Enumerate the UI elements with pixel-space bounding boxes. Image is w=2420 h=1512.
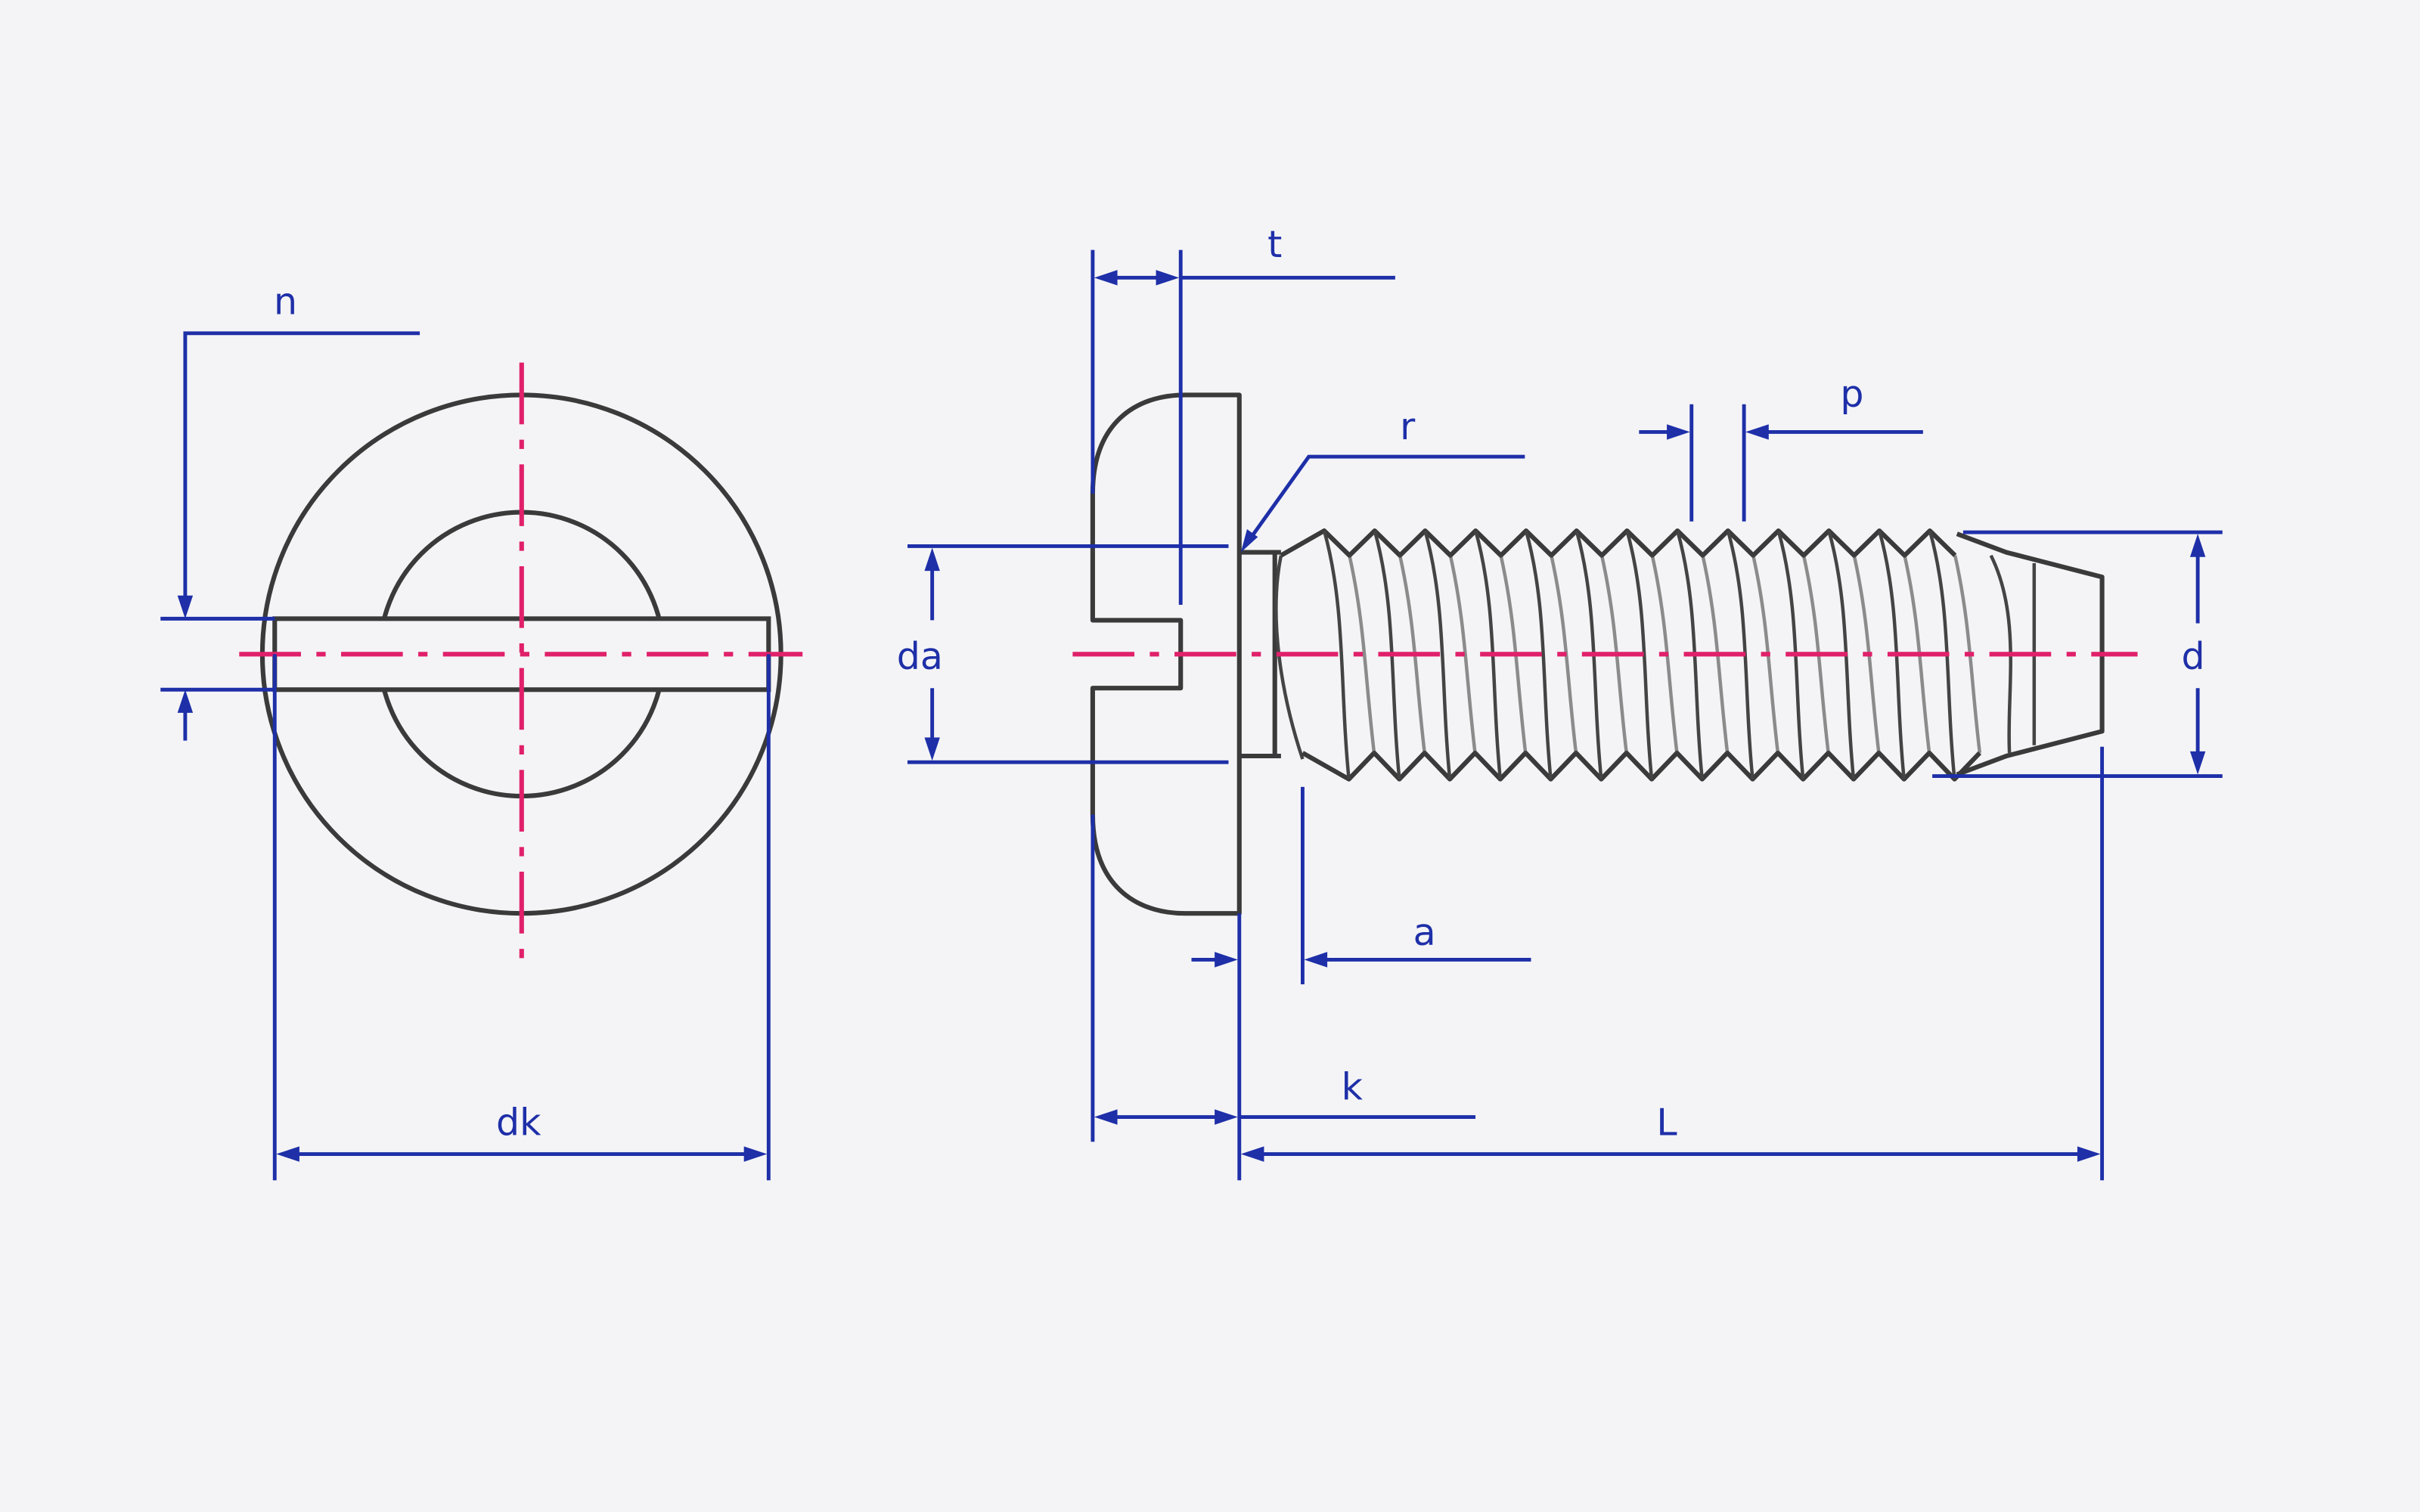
thread-root-line [1751, 555, 1780, 754]
thread-root-line [1650, 555, 1679, 754]
side-view [908, 249, 2223, 1181]
label-dk: dk [496, 1101, 541, 1144]
thread [1280, 528, 1982, 782]
thread-crest-line [1928, 530, 1956, 779]
label-a: a [1413, 911, 1436, 954]
k-dimension [1091, 814, 1476, 1142]
thread-root-line [1448, 555, 1477, 754]
thread-crest-line [1625, 530, 1654, 779]
a-dimension [1191, 786, 1531, 1181]
L-dimension [1240, 746, 2105, 1181]
n-dimension [160, 331, 420, 741]
thread-crest-line [1423, 530, 1452, 779]
label-d: d [2181, 635, 2204, 678]
thread-bottom-profile [1301, 750, 1982, 782]
thread-root-line [1599, 555, 1628, 754]
thread-root-line [1852, 555, 1881, 754]
p-dimension [1639, 404, 1923, 522]
thread-crest-line [1575, 530, 1603, 779]
thread-root-line [1903, 555, 1931, 754]
dk-dimension [272, 654, 771, 1181]
r-dimension [1240, 454, 1525, 553]
thread-crest-line [1524, 530, 1553, 779]
thread-crest-line [1776, 530, 1805, 779]
dimension-labels: n dk t r p da d a k L [274, 223, 2205, 1144]
thread-crest-line [1676, 530, 1705, 779]
thread-root-line [1701, 555, 1730, 754]
thread-root-line [1550, 555, 1578, 754]
thread-root-line [1398, 555, 1427, 754]
label-n: n [274, 280, 297, 324]
top-view [160, 331, 803, 1181]
label-da: da [897, 635, 943, 678]
d-dimension [1932, 530, 2223, 778]
thread-root-line [1953, 555, 1982, 754]
label-p: p [1840, 373, 1863, 416]
thread-crest-line [1726, 530, 1754, 779]
label-k: k [1342, 1065, 1364, 1108]
label-r: r [1400, 405, 1416, 448]
label-t: t [1267, 223, 1282, 266]
label-L: L [1656, 1101, 1677, 1144]
thread-root-line [1348, 555, 1376, 754]
thread-crest-line [1827, 530, 1856, 779]
thread-root-line [1801, 555, 1830, 754]
thread-crest-line [1322, 530, 1351, 779]
da-dimension [908, 544, 1229, 764]
thread-root-line [1499, 555, 1528, 754]
thread-crest-line [1373, 530, 1401, 779]
thread-crest-line [1877, 530, 1906, 779]
thread-crest-line [1474, 530, 1503, 779]
thread-top-profile [1280, 528, 1957, 558]
